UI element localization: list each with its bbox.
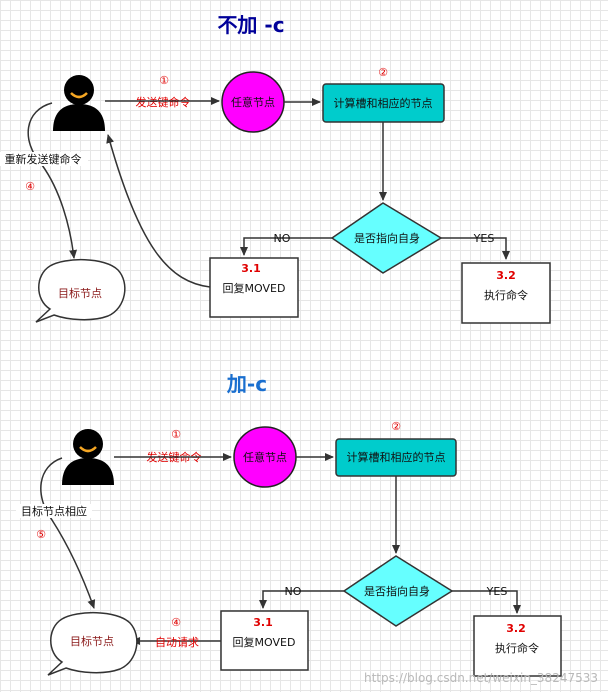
bottom-target-response-label: 目标节点相应: [21, 504, 87, 518]
top-step1-label: 发送键命令: [136, 95, 191, 109]
bottom-step5-number: ⑤: [36, 528, 46, 541]
top-no-label: NO: [274, 232, 291, 245]
top-decision-label: 是否指向自身: [354, 231, 420, 245]
bottom-yes-label: YES: [486, 585, 508, 598]
bottom-step4-number: ④: [171, 616, 181, 629]
top-moved-return-arrow: [106, 134, 211, 288]
bottom-target-node-bubble: [47, 611, 138, 676]
bottom-box-32-number: 3.2: [506, 622, 526, 635]
top-no-arrow: [240, 237, 332, 256]
bottom-decision-diamond: [342, 555, 454, 627]
bottom-title: 加-c: [226, 372, 267, 396]
bottom-no-label: NO: [285, 585, 302, 598]
top-step1-number: ①: [159, 74, 169, 87]
top-box-31: [209, 257, 299, 318]
bottom-step1-number: ①: [171, 428, 181, 441]
bottom-box-31: [220, 610, 309, 671]
bottom-target-node-label: 目标节点: [70, 634, 114, 648]
bottom-compute-label: 计算槽和相应的节点: [347, 450, 446, 464]
top-step2-number: ②: [378, 66, 388, 79]
user-icon-bottom: [62, 429, 114, 485]
bottom-decision-label: 是否指向自身: [364, 584, 430, 598]
top-box-31-label: 回复MOVED: [223, 281, 286, 295]
watermark: https://blog.csdn.net/weixin_38247533: [364, 671, 598, 685]
top-box-31-number: 3.1: [241, 262, 261, 275]
bottom-box-32: [473, 615, 562, 677]
top-resend-label: 重新发送键命令: [5, 152, 82, 166]
user-icon: [53, 75, 105, 131]
bottom-box-31-number: 3.1: [253, 616, 273, 629]
top-target-node-bubble: [35, 258, 126, 323]
bottom-no-arrow: [259, 590, 344, 609]
top-box-32-label: 执行命令: [484, 288, 528, 302]
top-decision-diamond: [330, 202, 443, 274]
bottom-auto-request-label: 自动请求: [155, 636, 199, 649]
top-yes-arrow: [441, 237, 510, 260]
bottom-yes-arrow: [452, 590, 521, 614]
top-box-32: [461, 262, 551, 324]
top-box-32-number: 3.2: [496, 269, 516, 282]
bottom-box-31-label: 回复MOVED: [233, 635, 296, 649]
top-title: 不加 -c: [217, 13, 284, 37]
top-any-node-label: 任意节点: [231, 95, 275, 109]
bottom-target-response-arrow: [40, 457, 96, 609]
top-target-node-label: 目标节点: [58, 286, 102, 300]
top-step4-number: ④: [25, 180, 35, 193]
bottom-box-32-label: 执行命令: [495, 641, 539, 655]
bottom-step2-number: ②: [391, 420, 401, 433]
bottom-any-node-label: 任意节点: [243, 450, 287, 464]
top-compute-label: 计算槽和相应的节点: [334, 96, 433, 110]
top-yes-label: YES: [473, 232, 495, 245]
